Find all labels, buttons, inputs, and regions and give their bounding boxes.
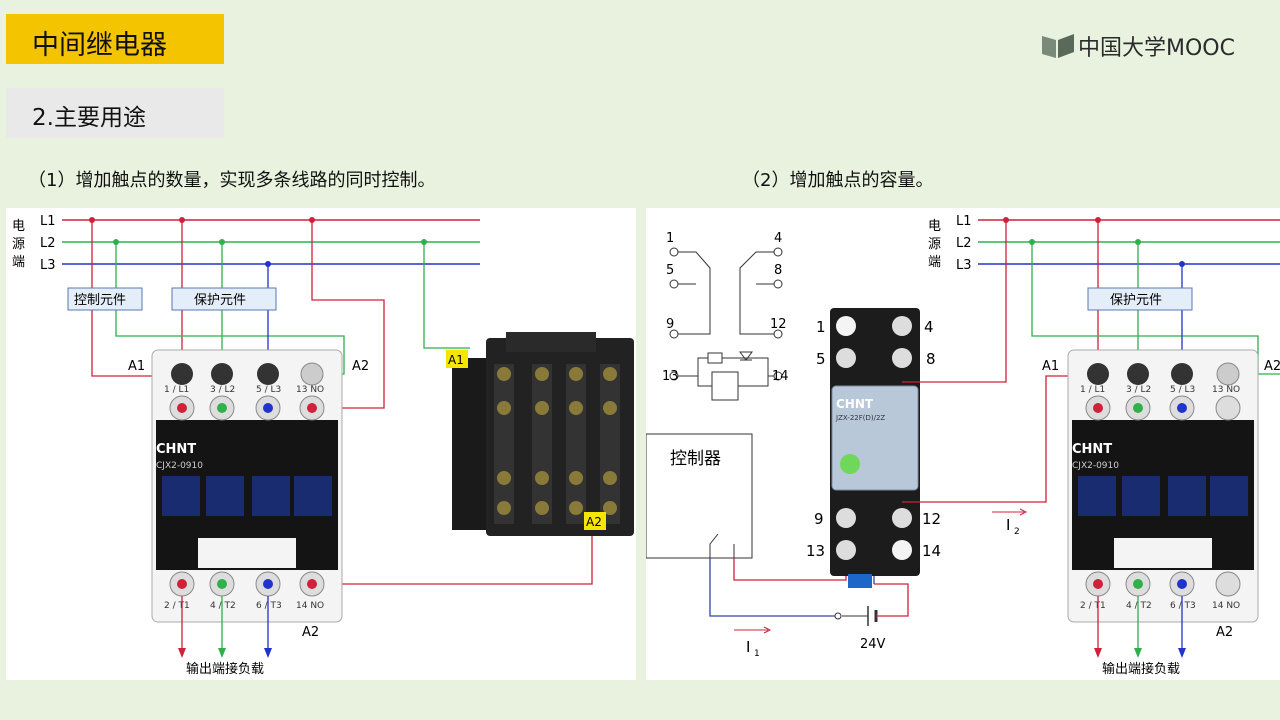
right-bottom-terminal-1: 2 / T1 bbox=[1080, 601, 1106, 611]
relay-brand: CHNT bbox=[836, 397, 874, 411]
sch-num-14: 14 bbox=[772, 369, 789, 384]
right-coil-a2-bottom-label: A2 bbox=[1216, 625, 1233, 640]
coil-a2-bottom-label: A2 bbox=[302, 625, 319, 640]
mooc-logo: 中国大学MOOC bbox=[1040, 30, 1260, 61]
section-heading-box: 2.主要用途 bbox=[6, 88, 224, 138]
sch-num-8: 8 bbox=[774, 263, 782, 278]
top-terminal-1: 1 / L1 bbox=[164, 385, 189, 395]
right-line-label-l2: L2 bbox=[956, 236, 972, 251]
controller-box bbox=[645, 433, 753, 559]
right-contactor-model: CJX2-0910 bbox=[1072, 461, 1119, 471]
sch-num-12: 12 bbox=[770, 317, 787, 332]
bottom-terminal-3: 6 / T3 bbox=[256, 601, 282, 611]
control-element-box bbox=[67, 287, 143, 311]
coil-a2-label: A2 bbox=[352, 359, 369, 374]
power-label-1: 电 bbox=[12, 219, 25, 234]
relay-a1-label: A1 bbox=[448, 353, 464, 367]
point-2: （2）增加触点的容量。 bbox=[742, 170, 934, 191]
right-top-terminal-1: 1 / L1 bbox=[1080, 385, 1105, 395]
output-label: 输出端接负载 bbox=[186, 661, 264, 677]
voltage-label: 24V bbox=[860, 637, 886, 652]
right-bottom-terminal-4: 14 NO bbox=[1212, 601, 1240, 611]
bottom-terminal-2: 4 / T2 bbox=[210, 601, 236, 611]
relay-a2-label: A2 bbox=[586, 515, 602, 529]
right-coil-a2-label: A2 bbox=[1264, 359, 1280, 374]
right-line-label-l3: L3 bbox=[956, 258, 972, 273]
right-wiring-diagram: 1 4 5 8 9 12 13 14 控制器 24V I 1 CHNT JZX-… bbox=[645, 214, 1280, 677]
relay-num-5: 5 bbox=[816, 350, 826, 368]
protect-element-label: 保护元件 bbox=[194, 293, 246, 308]
top-terminal-3: 5 / L3 bbox=[256, 385, 281, 395]
contactor-image bbox=[151, 349, 343, 623]
right-top-terminal-4: 13 NO bbox=[1212, 385, 1240, 395]
section-heading: 2.主要用途 bbox=[32, 105, 146, 131]
sch-num-4: 4 bbox=[774, 231, 782, 246]
title-banner: 中间继电器 bbox=[6, 14, 224, 64]
relay-num-13: 13 bbox=[806, 542, 825, 560]
sch-num-5: 5 bbox=[666, 263, 674, 278]
right-protect-element-label: 保护元件 bbox=[1110, 293, 1162, 308]
relay-schematic bbox=[669, 247, 783, 401]
contactor-brand: CHNT bbox=[156, 442, 196, 457]
top-terminal-2: 3 / L2 bbox=[210, 385, 235, 395]
logo-text: 中国大学MOOC bbox=[1078, 36, 1235, 61]
relay-image bbox=[452, 332, 634, 536]
right-bottom-terminal-2: 4 / T2 bbox=[1126, 601, 1152, 611]
bottom-terminal-1: 2 / T1 bbox=[164, 601, 190, 611]
relay-num-9: 9 bbox=[814, 510, 824, 528]
relay-num-8: 8 bbox=[926, 350, 936, 368]
relay-num-4: 4 bbox=[924, 318, 934, 336]
relay-num-1: 1 bbox=[816, 318, 826, 336]
right-contactor-brand: CHNT bbox=[1072, 442, 1112, 457]
right-diagram-panel: 1 4 5 8 9 12 13 14 控制器 24V I 1 CHNT JZX-… bbox=[645, 208, 1280, 680]
protect-element-box bbox=[171, 287, 277, 311]
current-i1: I bbox=[746, 638, 750, 656]
relay-model: JZX-22F(D)/2Z bbox=[835, 414, 885, 422]
right-bottom-terminal-3: 6 / T3 bbox=[1170, 601, 1196, 611]
power-label-3: 端 bbox=[12, 255, 25, 270]
right-power-label-1: 电 bbox=[928, 219, 941, 234]
current-i2: I bbox=[1006, 516, 1010, 534]
intermediate-relay-image bbox=[830, 308, 920, 588]
control-element-label: 控制元件 bbox=[74, 293, 126, 308]
relay-num-14: 14 bbox=[922, 542, 941, 560]
page-title: 中间继电器 bbox=[32, 30, 167, 61]
current-i1-sub: 1 bbox=[754, 649, 760, 659]
contactor-model: CJX2-0910 bbox=[156, 461, 203, 471]
bottom-terminal-4: 14 NO bbox=[296, 601, 324, 611]
controller-label: 控制器 bbox=[670, 449, 721, 469]
right-contactor-image bbox=[1067, 349, 1259, 623]
mooc-book-icon bbox=[1042, 34, 1074, 58]
line-label-l3: L3 bbox=[40, 258, 56, 273]
right-top-terminal-3: 5 / L3 bbox=[1170, 385, 1195, 395]
right-top-terminal-2: 3 / L2 bbox=[1126, 385, 1151, 395]
relay-num-12: 12 bbox=[922, 510, 941, 528]
sch-num-13: 13 bbox=[662, 369, 679, 384]
top-terminal-4: 13 NO bbox=[296, 385, 324, 395]
line-label-l2: L2 bbox=[40, 236, 56, 251]
point-1: （1）增加触点的数量，实现多条线路的同时控制。 bbox=[28, 170, 436, 191]
right-protect-element-box bbox=[1087, 287, 1193, 311]
sch-num-9: 9 bbox=[666, 317, 674, 332]
current-i2-sub: 2 bbox=[1014, 527, 1020, 537]
right-coil-a1-label: A1 bbox=[1042, 359, 1059, 374]
right-power-label-2: 源 bbox=[928, 237, 941, 252]
left-diagram-panel: 电 源 端 L1 L2 L3 控制元件 保护元件 CHNT CJX2-0 bbox=[6, 208, 636, 680]
coil-a1-label: A1 bbox=[128, 359, 145, 374]
power-label-2: 源 bbox=[12, 237, 25, 252]
sch-num-1: 1 bbox=[666, 231, 674, 246]
right-output-label: 输出端接负载 bbox=[1102, 661, 1180, 677]
right-line-label-l1: L1 bbox=[956, 214, 972, 229]
right-power-label-3: 端 bbox=[928, 255, 941, 270]
left-wiring-diagram: 电 源 端 L1 L2 L3 控制元件 保护元件 CHNT CJX2-0 bbox=[12, 214, 634, 677]
line-label-l1: L1 bbox=[40, 214, 56, 229]
